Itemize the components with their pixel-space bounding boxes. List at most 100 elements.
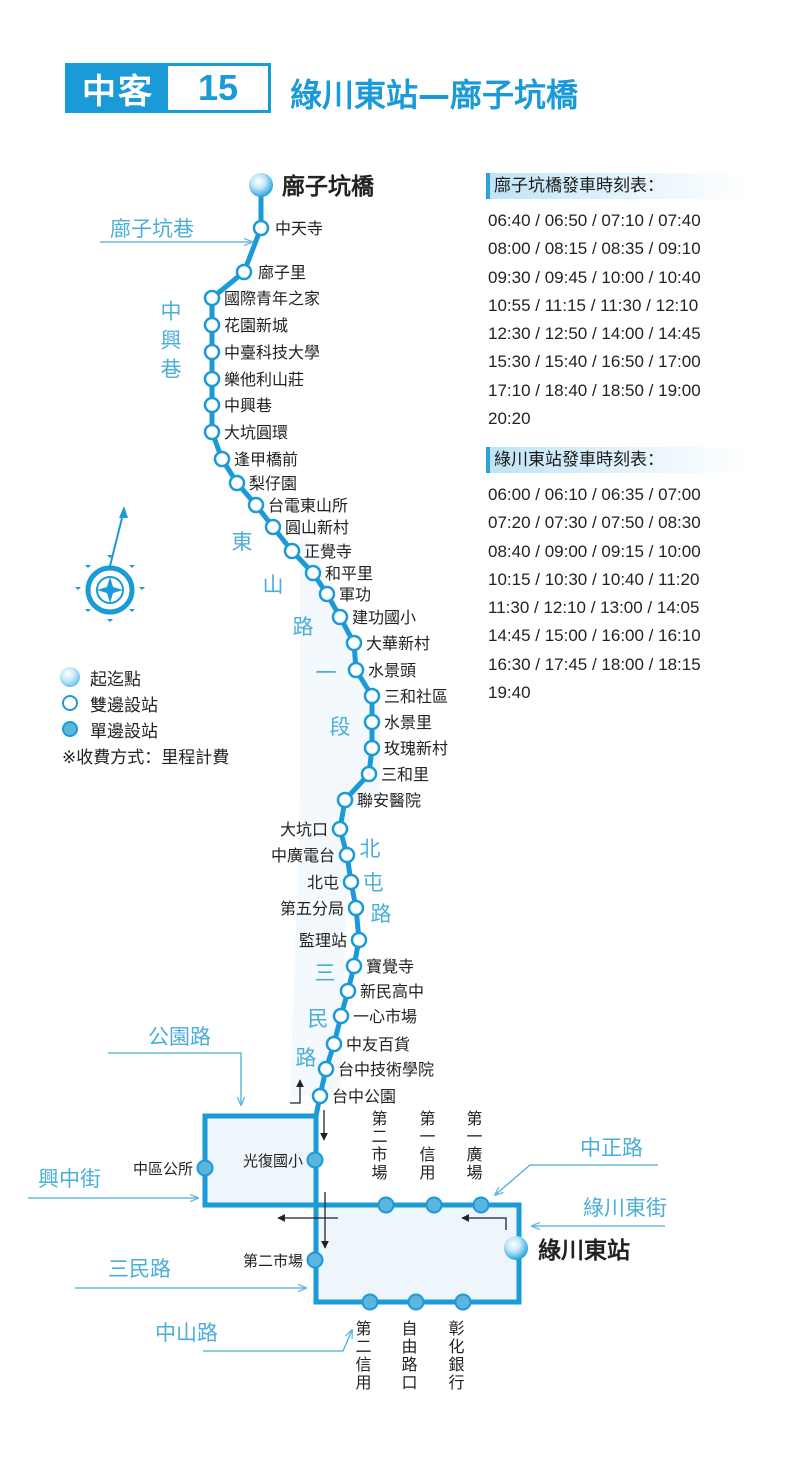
station-marker [247, 496, 265, 514]
station-marker [203, 343, 221, 361]
street-label: 綠川東街 [583, 1196, 667, 1220]
compass-needle [109, 509, 125, 567]
station-marker [425, 1196, 443, 1214]
station-marker [306, 1151, 324, 1169]
station-label: 水景頭 [368, 661, 416, 680]
timetable-row: 14:45 / 15:00 / 16:00 / 16:10 [488, 626, 701, 646]
station-label: 三和社區 [384, 687, 448, 706]
street-label: 段 [330, 715, 351, 739]
one-side-stop-icon [62, 721, 78, 737]
timetable-south: 綠川東站發車時刻表： 06:00 / 06:10 / 06:35 / 07:00… [486, 447, 746, 707]
station-label: 台中技術學院 [338, 1060, 434, 1079]
station-label: 中天寺 [275, 219, 323, 238]
street-label: 廍子坑巷 [110, 217, 194, 241]
direction-arrow [290, 1079, 304, 1104]
station-marker [196, 1159, 214, 1177]
station-label: 光復國小 [243, 1152, 303, 1170]
station-label: 寶覺寺 [366, 957, 414, 976]
station-marker [407, 1293, 425, 1311]
station-marker [203, 289, 221, 307]
station-label: 第二信用 [353, 1320, 372, 1392]
compass-point [107, 555, 113, 558]
timetable-title: 廍子坑橋發車時刻表： [486, 173, 746, 199]
route-prefix: 中客 [68, 66, 168, 112]
station-marker [377, 1196, 395, 1214]
timetable-north: 廍子坑橋發車時刻表： 06:40 / 06:50 / 07:10 / 07:40… [486, 173, 746, 433]
legend: 起迄點 雙邊設站 單邊設站 ※收費方式：里程計費 [60, 664, 230, 768]
fare-note: ※收費方式：里程計費 [62, 747, 230, 768]
station-marker [318, 585, 336, 603]
station-marker [363, 739, 381, 757]
compass-point [85, 565, 91, 568]
legend-terminal: 起迄點 [90, 669, 141, 690]
street-label: 一 [316, 661, 337, 685]
station-marker [235, 263, 253, 281]
station-label: 水景里 [384, 713, 432, 732]
station-label: 自由路口 [399, 1320, 418, 1392]
timetable-row: 07:20 / 07:30 / 07:50 / 08:30 [488, 513, 701, 533]
station-label: 梨仔園 [249, 474, 297, 493]
street-label: 中正路 [580, 1136, 643, 1160]
street-arrow [203, 1330, 352, 1352]
station-marker [454, 1293, 472, 1311]
station-marker [252, 219, 270, 237]
station-label: 台中公園 [332, 1087, 396, 1106]
compass-tip [119, 506, 128, 518]
station-label: 第五分局 [280, 899, 344, 918]
compass-point [85, 609, 91, 612]
station-label: 圓山新村 [285, 518, 349, 537]
street-label: 中山路 [155, 1321, 218, 1345]
route-loop [202, 1113, 522, 1305]
station-label: 三和里 [381, 765, 429, 784]
station-marker [338, 846, 356, 864]
timetable-row: 09:30 / 09:45 / 10:00 / 10:40 [488, 267, 701, 287]
timetable-row: 08:40 / 09:00 / 09:15 / 10:00 [488, 541, 701, 561]
loop-area [316, 1205, 519, 1302]
street-label: 興中街 [38, 1167, 101, 1191]
compass-point [129, 609, 135, 612]
station-label: 中興巷 [224, 396, 272, 415]
station-marker [203, 423, 221, 441]
compass-point [129, 565, 135, 568]
route-badge: 中客 15 [65, 63, 271, 113]
street-arrow [495, 1164, 658, 1195]
street-label: 三民路 [108, 1257, 171, 1281]
station-label: 彰化銀行 [446, 1319, 465, 1392]
station-label: 花園新城 [224, 316, 288, 335]
station-marker [342, 873, 360, 891]
compass-point [107, 619, 113, 622]
station-marker [283, 542, 301, 560]
station-marker [311, 1087, 329, 1105]
street-arrow [108, 1052, 241, 1105]
timetable-row: 19:40 [488, 683, 531, 703]
timetable-row: 08:00 / 08:15 / 08:35 / 09:10 [488, 239, 701, 259]
compass-point [75, 587, 81, 590]
station-marker [345, 634, 363, 652]
station-marker [347, 661, 365, 679]
timetable-row: 15:30 / 15:40 / 16:50 / 17:00 [488, 352, 701, 372]
station-marker [363, 713, 381, 731]
terminal-label: 綠川東站 [538, 1237, 630, 1264]
station-label: 新民高中 [360, 982, 424, 1001]
station-label: 中區公所 [133, 1160, 193, 1178]
station-label: 國際青年之家 [224, 289, 320, 308]
timetable-row: 10:55 / 11:15 / 11:30 / 12:10 [488, 295, 699, 315]
station-marker [228, 474, 246, 492]
station-marker [203, 396, 221, 414]
station-marker [203, 316, 221, 334]
street-label: 東 [232, 530, 253, 554]
station-label: 建功國小 [352, 608, 416, 627]
station-label: 第一信用 [417, 1110, 436, 1182]
station-marker [331, 820, 349, 838]
legend-both-sides: 雙邊設站 [90, 695, 158, 716]
street-label: 山 [263, 573, 284, 597]
station-marker [325, 1035, 343, 1053]
timetable-row: 12:30 / 12:50 / 14:00 / 14:45 [488, 324, 701, 344]
street-label: 中興巷 [158, 300, 182, 387]
station-label: 樂他利山莊 [224, 370, 304, 389]
station-marker [339, 982, 357, 1000]
station-label: 廍子里 [258, 263, 306, 282]
station-label: 正覺寺 [304, 542, 352, 561]
station-label: 逢甲橋前 [234, 450, 298, 469]
